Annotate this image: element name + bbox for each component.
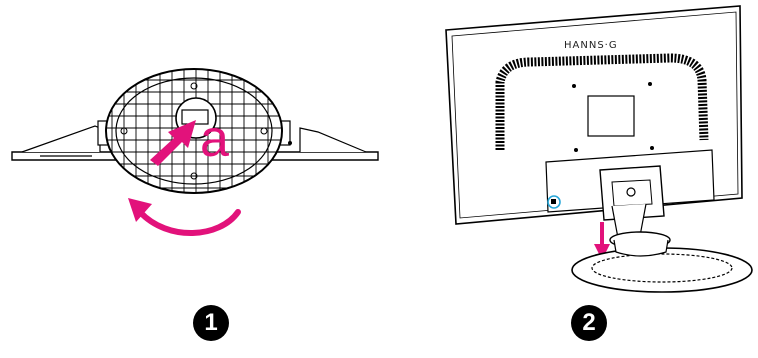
panel-2: HANNS·G <box>446 6 752 292</box>
brand-logo: HANNS·G <box>564 40 618 51</box>
detached-base <box>572 232 752 292</box>
oval-stand-base <box>100 60 290 200</box>
vesa-plate <box>588 96 634 136</box>
callout-letter-a: a <box>200 110 229 168</box>
panel-1: a <box>12 60 378 233</box>
step-number-2-badge: 2 <box>571 305 607 341</box>
curved-rotate-arrow-icon <box>140 212 238 233</box>
step-number-1-badge: 1 <box>193 305 229 341</box>
